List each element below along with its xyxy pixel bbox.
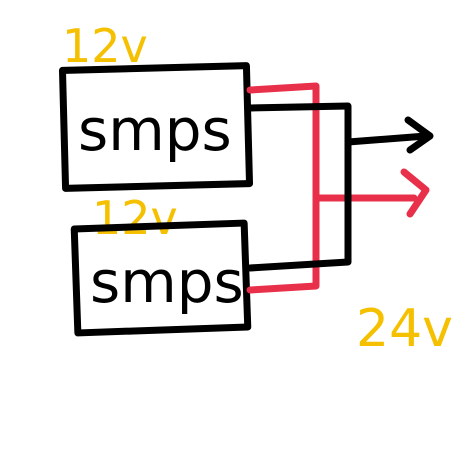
smps-box-1-label: smps <box>78 96 232 164</box>
smps-box-2-label: smps <box>90 248 244 316</box>
supply-1-voltage-label: 12v <box>62 19 148 73</box>
negative-output-wire <box>344 132 430 146</box>
smps-box-2 <box>70 219 252 337</box>
positive-output-arrowhead <box>400 168 430 218</box>
supply-2-voltage-label: 12v <box>92 191 178 245</box>
negative-wire <box>246 102 352 272</box>
negative-output-arrowhead <box>404 116 434 154</box>
smps-box-1 <box>58 62 254 192</box>
output-voltage-label: 24v <box>356 299 453 359</box>
positive-wire <box>246 82 320 294</box>
